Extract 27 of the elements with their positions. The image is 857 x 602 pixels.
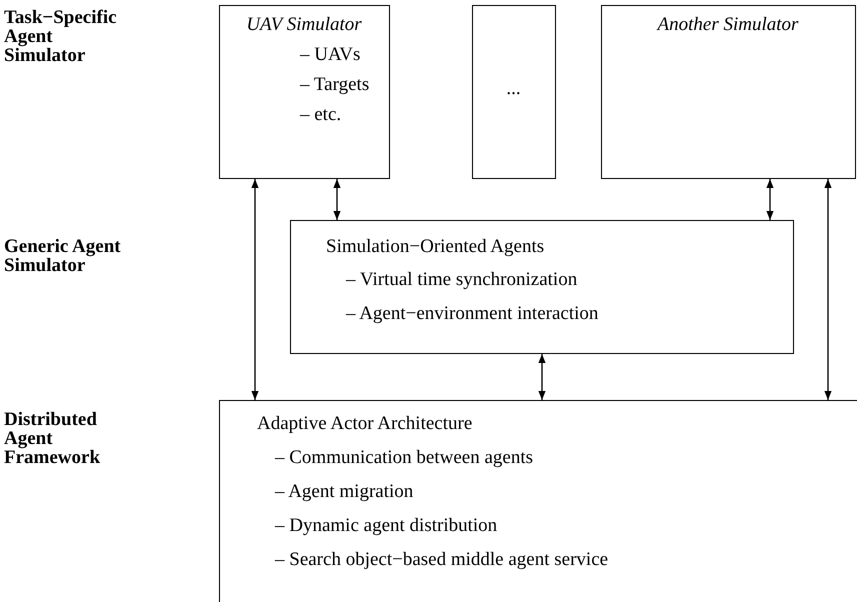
component-box — [290, 220, 794, 354]
component-box — [219, 400, 857, 602]
box-heading: UAV Simulator — [245, 14, 363, 36]
double-arrow — [824, 179, 832, 400]
list-item: – Communication between agents — [275, 447, 534, 469]
double-arrow — [251, 179, 259, 400]
box-heading: ... — [505, 78, 522, 100]
component-box — [472, 5, 556, 179]
list-item: – Agent−environment interaction — [346, 303, 598, 325]
list-item: – etc. — [300, 104, 342, 126]
component-box — [601, 5, 856, 179]
double-arrow — [333, 179, 341, 220]
list-item: – UAVs — [300, 44, 360, 66]
double-arrow — [766, 179, 774, 220]
list-item: – Agent migration — [275, 481, 414, 503]
box-heading: Simulation−Oriented Agents — [326, 236, 544, 258]
box-heading: Adaptive Actor Architecture — [257, 413, 472, 435]
list-item: – Dynamic agent distribution — [275, 515, 498, 537]
list-item: – Virtual time synchronization — [346, 269, 578, 291]
double-arrow — [538, 354, 546, 400]
layer-label: Distributed Agent Framework — [4, 410, 102, 467]
component-box — [219, 5, 390, 179]
box-heading: Another Simulator — [656, 14, 800, 36]
layer-label: Task−Specific Agent Simulator — [4, 8, 118, 65]
layer-label: Generic Agent Simulator — [4, 237, 122, 275]
list-item: – Targets — [300, 74, 370, 96]
list-item: – Search object−based middle agent service — [275, 549, 608, 571]
